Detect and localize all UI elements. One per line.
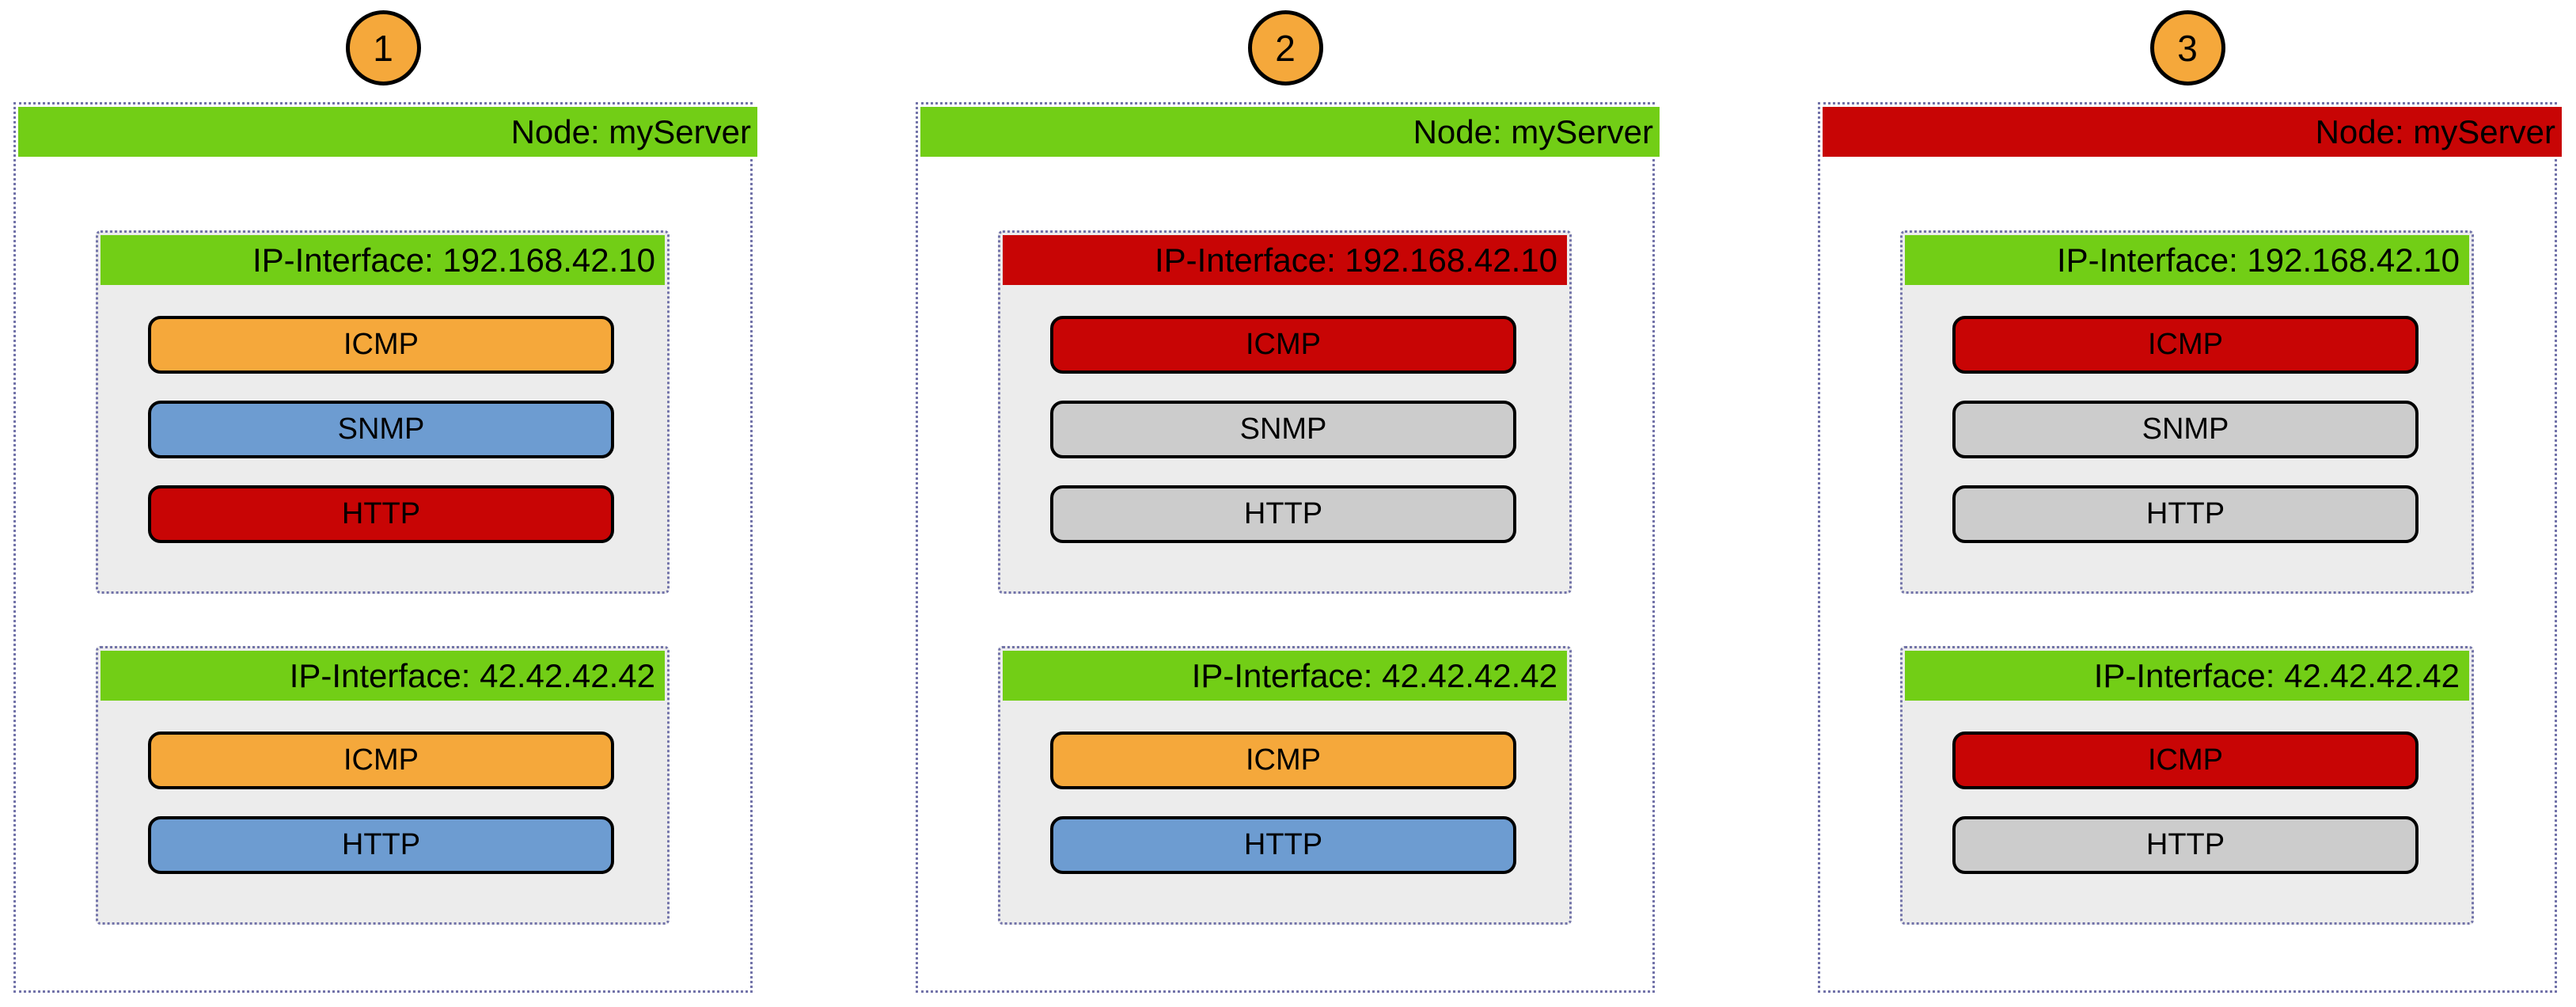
ip-interface-container: IP-Interface: 192.168.42.10 ICMP SNMP HT… (96, 230, 670, 594)
service-pill: ICMP (1050, 732, 1516, 789)
ip-interface-label: IP-Interface: 42.42.42.42 (1191, 656, 1557, 694)
ip-interface-label: IP-Interface: 192.168.42.10 (2056, 241, 2460, 279)
node-body: IP-Interface: 192.168.42.10 ICMP SNMP HT… (18, 157, 748, 925)
ip-interface-header: IP-Interface: 42.42.42.42 (1003, 651, 1567, 701)
service-label: ICMP (343, 743, 419, 777)
ip-interface-header: IP-Interface: 192.168.42.10 (1905, 235, 2469, 285)
node-container: Node: myServer IP-Interface: 192.168.42.… (13, 102, 757, 993)
service-pill: HTTP (148, 485, 614, 543)
node-label: Node: myServer (510, 112, 751, 150)
node-container: Node: myServer IP-Interface: 192.168.42.… (1818, 102, 2562, 993)
service-label: HTTP (1243, 828, 1323, 861)
node-diagram: 1 Node: myServer IP-Interface: 192.168.4… (13, 10, 757, 1007)
ip-interface-body: ICMP HTTP (101, 701, 665, 920)
service-label: SNMP (1239, 412, 1327, 446)
ip-interface-body: ICMP SNMP HTTP (1905, 285, 2469, 589)
service-label: HTTP (341, 497, 421, 530)
node-header: Node: myServer (920, 107, 1660, 157)
service-pill: SNMP (1952, 401, 2419, 458)
service-pill: HTTP (148, 816, 614, 874)
ip-interface-container: IP-Interface: 42.42.42.42 ICMP HTTP (998, 646, 1572, 925)
node-body: IP-Interface: 192.168.42.10 ICMP SNMP HT… (920, 157, 1650, 925)
node-diagram: 2 Node: myServer IP-Interface: 192.168.4… (916, 10, 1660, 1007)
service-label: HTTP (341, 828, 421, 861)
node-diagram: 3 Node: myServer IP-Interface: 192.168.4… (1818, 10, 2562, 1007)
node-label: Node: myServer (1413, 112, 1653, 150)
node-body: IP-Interface: 192.168.42.10 ICMP SNMP HT… (1823, 157, 2552, 925)
ip-interface-label: IP-Interface: 42.42.42.42 (2093, 656, 2460, 694)
service-label: HTTP (2145, 497, 2225, 530)
service-label: HTTP (2145, 828, 2225, 861)
ip-interface-body: ICMP SNMP HTTP (101, 285, 665, 589)
service-pill: HTTP (1952, 485, 2419, 543)
step-badge: 2 (1247, 10, 1323, 86)
service-label: ICMP (1246, 328, 1321, 361)
step-badge: 3 (2149, 10, 2225, 86)
ip-interface-body: ICMP HTTP (1905, 701, 2469, 920)
node-header: Node: myServer (1823, 107, 2562, 157)
service-pill: SNMP (1050, 401, 1516, 458)
node-container: Node: myServer IP-Interface: 192.168.42.… (916, 102, 1660, 993)
service-pill: ICMP (1050, 316, 1516, 374)
ip-interface-header: IP-Interface: 192.168.42.10 (1003, 235, 1567, 285)
service-label: ICMP (343, 328, 419, 361)
ip-interface-container: IP-Interface: 192.168.42.10 ICMP SNMP HT… (1900, 230, 2474, 594)
ip-interface-header: IP-Interface: 42.42.42.42 (101, 651, 665, 701)
service-label: SNMP (2142, 412, 2229, 446)
service-label: SNMP (337, 412, 425, 446)
step-number: 3 (2177, 27, 2198, 69)
ip-interface-body: ICMP HTTP (1003, 701, 1567, 920)
service-label: HTTP (1243, 497, 1323, 530)
step-badge: 1 (345, 10, 421, 86)
ip-interface-label: IP-Interface: 42.42.42.42 (289, 656, 655, 694)
ip-interface-container: IP-Interface: 192.168.42.10 ICMP SNMP HT… (998, 230, 1572, 594)
service-label: ICMP (1246, 743, 1321, 777)
service-pill: ICMP (1952, 316, 2419, 374)
ip-interface-header: IP-Interface: 42.42.42.42 (1905, 651, 2469, 701)
ip-interface-label: IP-Interface: 192.168.42.10 (252, 241, 655, 279)
service-pill: ICMP (148, 316, 614, 374)
ip-interface-container: IP-Interface: 42.42.42.42 ICMP HTTP (1900, 646, 2474, 925)
service-pill: HTTP (1050, 816, 1516, 874)
node-label: Node: myServer (2315, 112, 2555, 150)
service-pill: HTTP (1952, 816, 2419, 874)
ip-interface-header: IP-Interface: 192.168.42.10 (101, 235, 665, 285)
step-number: 2 (1275, 27, 1296, 69)
service-label: ICMP (2148, 328, 2223, 361)
ip-interface-body: ICMP SNMP HTTP (1003, 285, 1567, 589)
service-pill: HTTP (1050, 485, 1516, 543)
service-pill: SNMP (148, 401, 614, 458)
node-header: Node: myServer (18, 107, 757, 157)
ip-interface-container: IP-Interface: 42.42.42.42 ICMP HTTP (96, 646, 670, 925)
service-pill: ICMP (1952, 732, 2419, 789)
ip-interface-label: IP-Interface: 192.168.42.10 (1154, 241, 1557, 279)
service-pill: ICMP (148, 732, 614, 789)
step-number: 1 (373, 27, 393, 69)
service-label: ICMP (2148, 743, 2223, 777)
